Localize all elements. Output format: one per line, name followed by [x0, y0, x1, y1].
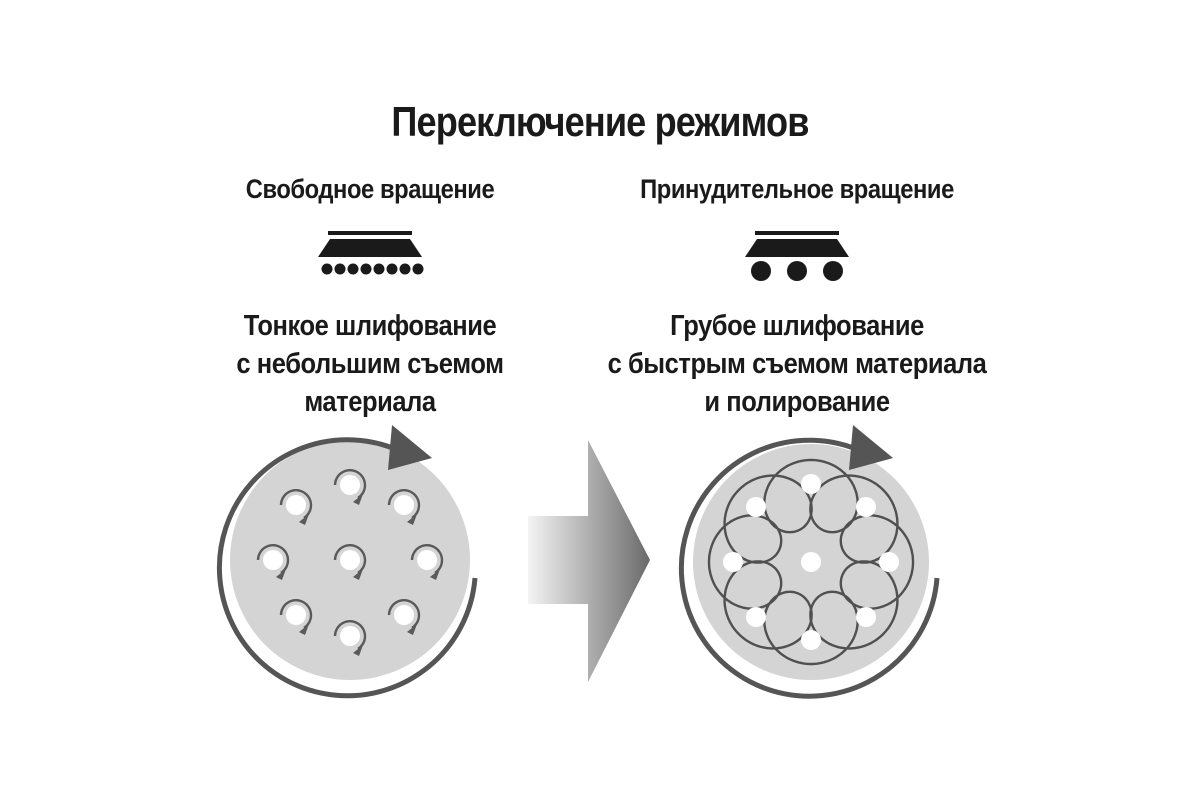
dust-holes	[263, 475, 437, 646]
rotation-arrow-icon	[849, 425, 893, 470]
mode-forced-rotation: Принудительное вращение Грубое шлифовани…	[517, 170, 1077, 421]
mode-free-rotation: Свободное вращение Тонкое шлифование с н…	[90, 170, 650, 421]
disc-forced-rotation	[678, 425, 940, 699]
disc-free-rotation	[216, 425, 478, 699]
sander-coarse-pad-icon	[517, 231, 1077, 293]
rotation-arc	[216, 437, 478, 699]
desc-line: с небольшим съемом	[236, 348, 504, 380]
mode-description-forced: Грубое шлифование с быстрым съемом матер…	[551, 307, 1044, 421]
desc-line: с быстрым съемом материала	[607, 348, 987, 380]
mode-description-free: Тонкое шлифование с небольшим съемом мат…	[124, 307, 617, 421]
sander-fine-pad-icon	[90, 231, 650, 293]
page-title: Переключение режимов	[391, 98, 809, 145]
mode-name-free: Свободное вращение	[245, 174, 495, 204]
rotation-arc	[678, 437, 940, 699]
rosette-path	[707, 458, 915, 666]
transition-arrow-icon	[528, 440, 650, 682]
desc-line: материала	[304, 386, 436, 418]
desc-line: и полирование	[704, 386, 890, 418]
rotation-arrow-icon	[388, 425, 432, 470]
mode-name-forced: Принудительное вращение	[640, 174, 954, 204]
dust-holes	[723, 474, 899, 650]
desc-line: Тонкое шлифование	[243, 310, 497, 342]
desc-line: Грубое шлифование	[670, 310, 924, 342]
